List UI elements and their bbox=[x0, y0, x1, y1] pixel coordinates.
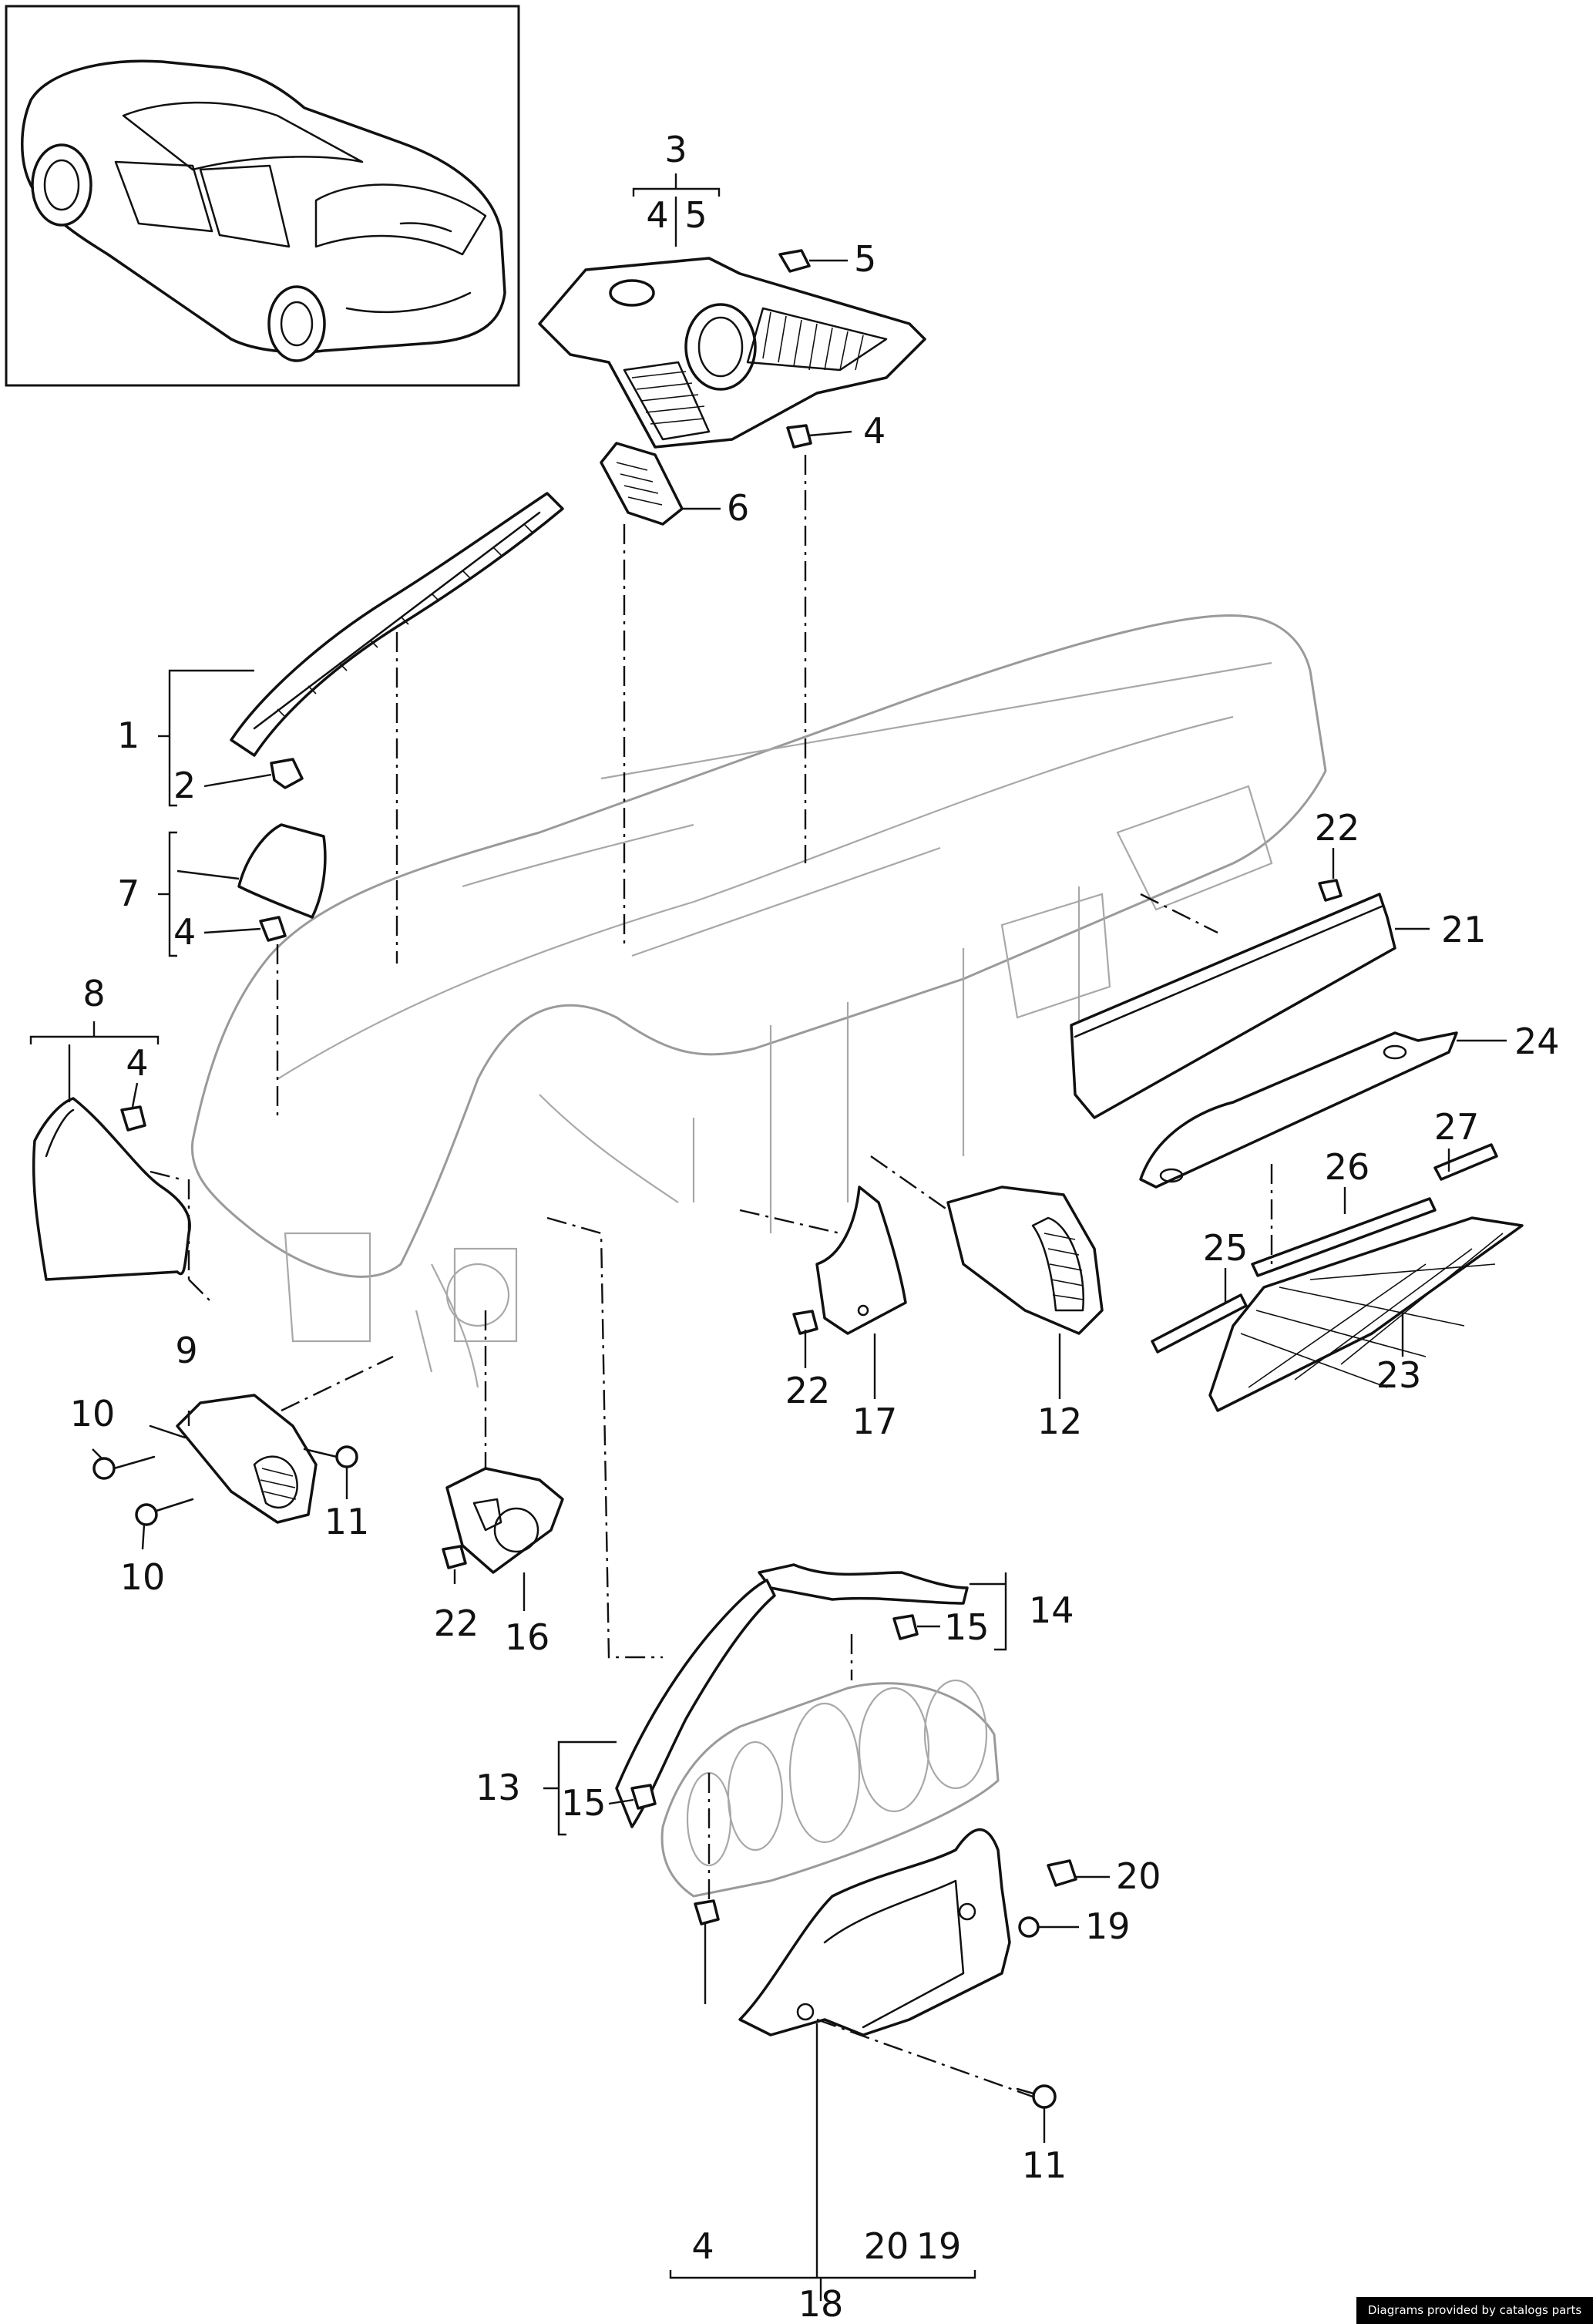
dashboard-carrier bbox=[190, 614, 1327, 1388]
callout-13: 13 bbox=[476, 1767, 521, 1808]
callout-11-lower: 11 bbox=[1022, 2144, 1067, 2186]
part-center-cover bbox=[538, 257, 926, 449]
part-strip-25 bbox=[1151, 1293, 1248, 1354]
part-clip-4-cover bbox=[786, 424, 812, 449]
part-screw-10-top bbox=[92, 1455, 156, 1480]
part-clip-22-right bbox=[1318, 879, 1343, 902]
callout-18-sub-20: 20 bbox=[864, 2225, 909, 2267]
callout-20-right: 20 bbox=[1116, 1855, 1161, 1897]
part-side-shroud-13 bbox=[615, 1579, 776, 1828]
part-upper-shroud-14 bbox=[758, 1563, 969, 1605]
callout-3: 3 bbox=[664, 129, 687, 170]
diagram-credit: Diagrams provided by catalogs parts bbox=[1356, 2297, 1593, 2324]
part-vent-6 bbox=[600, 442, 684, 526]
callout-4-lower: 4 bbox=[691, 2225, 714, 2267]
callout-3-sub-5: 5 bbox=[684, 194, 707, 236]
callout-22-column: 22 bbox=[434, 1603, 479, 1644]
callout-27: 27 bbox=[1434, 1106, 1480, 1148]
part-strip-27 bbox=[1433, 1143, 1498, 1181]
callout-7: 7 bbox=[117, 873, 139, 914]
part-side-panel-8 bbox=[32, 1097, 191, 1281]
part-right-vent-12 bbox=[946, 1186, 1104, 1335]
callout-17: 17 bbox=[852, 1401, 898, 1442]
callout-4-cover: 4 bbox=[863, 410, 886, 452]
callout-22-trim: 22 bbox=[785, 1370, 831, 1411]
part-screw-11-lower bbox=[1016, 2084, 1057, 2109]
part-clip-15-upper bbox=[892, 1614, 919, 1640]
part-trim-strip-21 bbox=[1070, 893, 1396, 1119]
part-clip-4-lower bbox=[694, 1899, 720, 1925]
part-trim-panel-17 bbox=[815, 1186, 907, 1335]
part-column-cover-16 bbox=[445, 1467, 564, 1574]
part-left-vent-9 bbox=[149, 1394, 318, 1524]
part-clip-22-column bbox=[442, 1545, 467, 1569]
callout-labels: 3 4 5 5 4 6 1 2 7 4 8 4 22 21 24 27 26 2… bbox=[70, 129, 1560, 2324]
leader-lines bbox=[29, 173, 1507, 2301]
callout-15-lower: 15 bbox=[561, 1782, 607, 1824]
part-clip-4-left bbox=[259, 916, 287, 942]
callout-10-bottom: 10 bbox=[120, 1556, 166, 1598]
part-clip-22-trim bbox=[792, 1310, 818, 1335]
callout-3-sub-4: 4 bbox=[646, 194, 668, 236]
callout-21: 21 bbox=[1441, 909, 1487, 950]
callout-18: 18 bbox=[798, 2283, 844, 2324]
part-clip-2 bbox=[270, 758, 304, 789]
part-defroster-vent-strip bbox=[230, 492, 564, 757]
callout-15-upper: 15 bbox=[944, 1606, 990, 1648]
callout-5: 5 bbox=[854, 238, 876, 280]
part-clip-15-lower bbox=[630, 1784, 657, 1810]
callout-4-side: 4 bbox=[126, 1042, 148, 1084]
car-thumbnail-icon bbox=[21, 59, 506, 362]
callout-6: 6 bbox=[727, 487, 749, 529]
callout-18-sub-19: 19 bbox=[916, 2225, 962, 2267]
part-mesh-tray-23 bbox=[1208, 1216, 1524, 1412]
part-lower-shroud-18 bbox=[738, 1828, 1011, 2036]
callout-19-right: 19 bbox=[1085, 1905, 1131, 1947]
callout-26: 26 bbox=[1325, 1146, 1370, 1188]
callout-25: 25 bbox=[1203, 1227, 1249, 1269]
assembly-lines bbox=[150, 455, 1273, 2098]
callout-16: 16 bbox=[505, 1616, 550, 1658]
callout-12: 12 bbox=[1037, 1401, 1083, 1442]
part-clip-20 bbox=[1047, 1859, 1077, 1887]
callout-14: 14 bbox=[1029, 1589, 1074, 1631]
part-strip-26 bbox=[1251, 1197, 1437, 1277]
callout-8: 8 bbox=[82, 973, 105, 1014]
part-screw-10-bottom bbox=[135, 1498, 194, 1526]
vehicle-thumbnail bbox=[5, 5, 520, 387]
callout-2: 2 bbox=[173, 765, 196, 806]
callout-11-left: 11 bbox=[324, 1501, 370, 1542]
part-end-cover-7 bbox=[237, 823, 327, 919]
part-clip-5 bbox=[778, 249, 811, 273]
part-nut-19 bbox=[1018, 1916, 1040, 1938]
part-tray-24 bbox=[1139, 1031, 1458, 1189]
callout-1: 1 bbox=[117, 715, 139, 756]
part-clip-4-side bbox=[120, 1105, 146, 1132]
callout-4-left: 4 bbox=[173, 911, 196, 953]
callout-23: 23 bbox=[1376, 1354, 1422, 1396]
callout-24: 24 bbox=[1514, 1021, 1560, 1062]
callout-22-right: 22 bbox=[1315, 807, 1360, 849]
callout-10-top: 10 bbox=[70, 1393, 116, 1434]
callout-9: 9 bbox=[175, 1330, 197, 1371]
